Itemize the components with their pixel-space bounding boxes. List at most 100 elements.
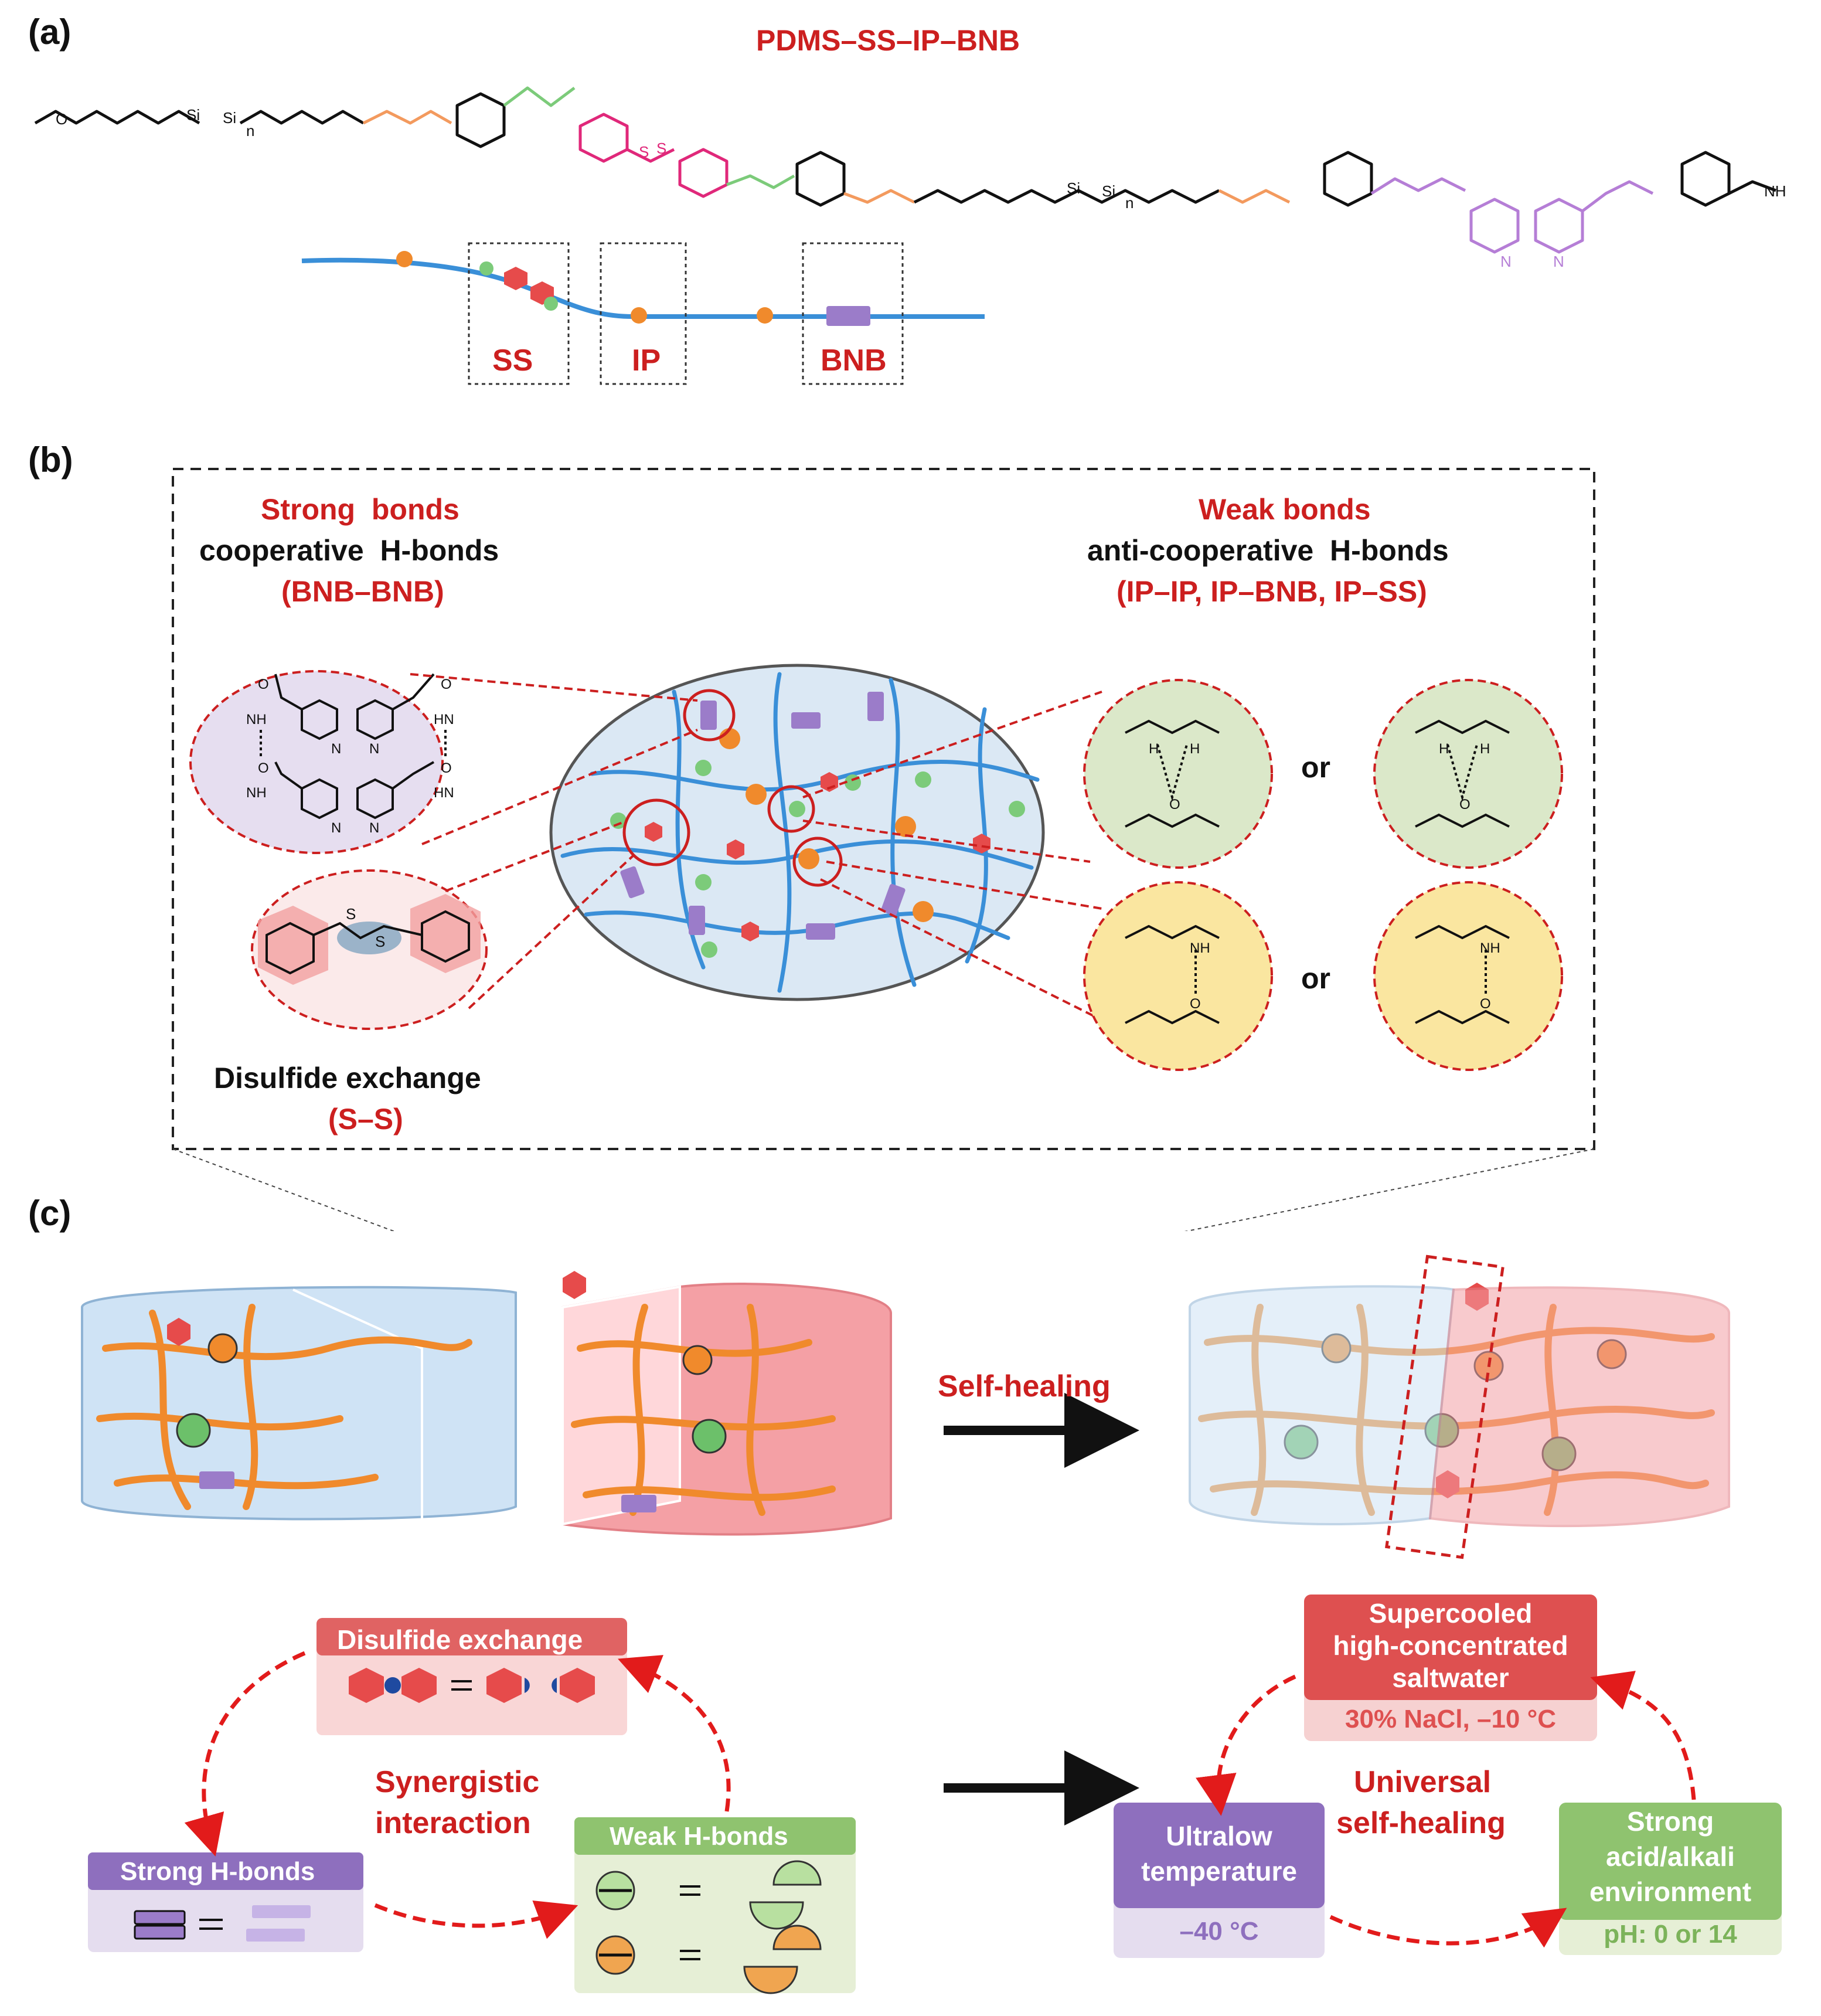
- bnb-n-4: N: [369, 820, 379, 836]
- urethane-bead-1: [396, 251, 413, 267]
- bnb-o-2: O: [441, 676, 452, 692]
- highlight-urea: [767, 785, 815, 833]
- connector-weak-3: [826, 861, 1102, 910]
- connector-bnb-1: [410, 673, 698, 702]
- connector-weak-1: [802, 691, 1102, 798]
- strong-h-card-header: [88, 1852, 363, 1890]
- net-urea-5: [915, 771, 931, 788]
- net-urea-8: [701, 941, 717, 958]
- left-chain-5: [243, 1304, 258, 1510]
- acid-line-2: acid/alkali: [1606, 1841, 1735, 1872]
- connector-weak-4: [820, 878, 1149, 1045]
- bnb-o-3: O: [258, 760, 269, 776]
- right-piece-chain-2: [571, 1415, 836, 1431]
- uu-o: O: [1169, 797, 1180, 812]
- uu-hbond: [1156, 744, 1188, 802]
- acid-line-3: environment: [1589, 1876, 1752, 1907]
- weak-h-urea-half-1: [749, 1901, 804, 1930]
- ww-bot-motif: [1125, 1009, 1220, 1025]
- urethane-left: [362, 110, 452, 125]
- universal-cycle-arrow-3: [1590, 1671, 1696, 1800]
- weak-h-card-header: [574, 1817, 856, 1855]
- left-chain-4: [149, 1310, 191, 1510]
- bnb-top-py-1: [301, 699, 338, 740]
- bnb-hn-bot: HN: [434, 785, 454, 801]
- universal-cycle-arrow-1: [1196, 1674, 1296, 1816]
- healed-highlight-box: [1385, 1255, 1505, 1559]
- uu-h-2: H: [1190, 741, 1200, 757]
- net-chain-2: [560, 839, 1034, 870]
- atom-s-2: S: [656, 140, 666, 157]
- healed-cylinder-blue: [1189, 1285, 1455, 1525]
- strong-h-rod-3: [252, 1905, 311, 1918]
- bnb-bot-arm-right: [392, 761, 434, 790]
- dx-bond-half-1: [525, 1678, 530, 1693]
- pdms-chain-middle: [913, 189, 1220, 204]
- urea-bead-2: [544, 297, 558, 311]
- net-urea-3: [789, 801, 805, 817]
- pyridine-ring-1: [1469, 198, 1520, 254]
- urethane-5: [1581, 180, 1654, 212]
- net-ip-3: [798, 848, 819, 869]
- connector-ss-2: [468, 855, 634, 1009]
- salt-card-header: [1304, 1595, 1597, 1700]
- net-hex-4: [741, 922, 759, 941]
- uu-top-motif: [1125, 719, 1220, 735]
- peg-pdms-chain-left: [34, 110, 200, 125]
- c-urea-bead-2: [692, 1419, 727, 1454]
- bnb-n-2: N: [369, 741, 379, 757]
- wu-bot-motif: [1415, 1009, 1510, 1025]
- net-hex-1: [645, 822, 662, 842]
- weak-bonds-sub: anti-cooperative H-bonds: [1087, 534, 1449, 567]
- segment-bnb-label: BNB: [821, 344, 887, 378]
- urea-2: [726, 174, 795, 189]
- bnb-n-3: N: [331, 820, 341, 836]
- atom-s-1: S: [639, 143, 649, 161]
- right-piece-chain-4: [629, 1304, 648, 1516]
- net-ip-2: [746, 784, 767, 805]
- weak-h-ip-half-2: [772, 1925, 822, 1950]
- panel-a-label: (a): [28, 12, 72, 52]
- left-chain-2: [96, 1412, 343, 1430]
- connector-bnb-2: [421, 729, 698, 845]
- acid-card-header: [1559, 1803, 1782, 1920]
- dx-hex-2: [401, 1668, 437, 1703]
- net-hex-5: [973, 834, 991, 854]
- wu-o: O: [1480, 996, 1491, 1012]
- acid-condition: pH: 0 or 14: [1604, 1920, 1737, 1949]
- ss-bridge: [313, 922, 423, 940]
- net-bnb-2: [791, 712, 821, 729]
- salt-line-1: Supercooled: [1369, 1598, 1533, 1629]
- uw-hbond: [1446, 744, 1478, 802]
- net-bnb-4: [620, 866, 645, 899]
- strong-bonds-pair: (BNB–BNB): [281, 575, 444, 608]
- bnb-bot-py-2: [356, 778, 394, 820]
- right-piece-chain-3: [583, 1485, 836, 1501]
- dx-hex-3: [486, 1668, 522, 1703]
- uw-h-1: H: [1439, 741, 1449, 757]
- uw-h-2: H: [1480, 741, 1490, 757]
- strong-h-card-title: Strong H-bonds: [120, 1857, 315, 1886]
- net-urea-6: [695, 874, 712, 890]
- atom-si-2: Si: [223, 109, 236, 127]
- urethane-4: [1370, 177, 1466, 195]
- segment-ip-label: IP: [632, 344, 661, 378]
- bnb-n-1: N: [331, 741, 341, 757]
- disulfide-hex-1: [504, 267, 527, 290]
- cycle-arrow-2: [374, 1900, 578, 1939]
- weak-bonds-pair: (IP–IP, IP–BNB, IP–SS): [1117, 575, 1427, 608]
- temp-line-1: Ultralow: [1166, 1821, 1272, 1851]
- universal-cycle-arrow-2: [1329, 1908, 1567, 1948]
- ss-atom-1: S: [346, 905, 356, 923]
- dx-bond-half-2: [552, 1678, 557, 1693]
- c-ip-bead-1: [207, 1333, 238, 1364]
- urethane-3: [1218, 189, 1291, 204]
- acid-line-1: Strong: [1626, 1806, 1714, 1837]
- ip-box: [600, 242, 687, 385]
- cycle-arrow-1: [184, 1651, 306, 1857]
- wu-nh: NH: [1480, 940, 1500, 956]
- net-hex-3: [727, 839, 744, 859]
- net-bnb-6: [806, 923, 835, 940]
- wu-top-motif: [1415, 924, 1510, 940]
- temp-line-2: temperature: [1141, 1856, 1297, 1886]
